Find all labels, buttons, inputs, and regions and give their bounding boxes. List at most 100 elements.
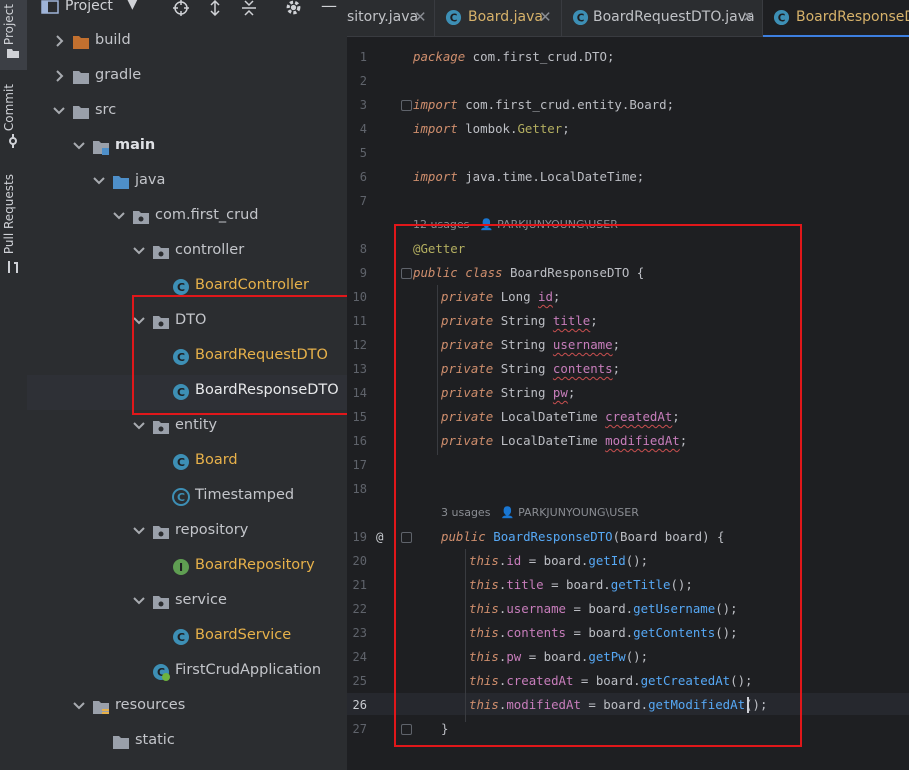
chevron-down-icon[interactable] bbox=[132, 594, 146, 608]
project-panel-title[interactable]: Project bbox=[65, 0, 113, 14]
code-line: import com.first_crud.entity.Board; bbox=[413, 97, 674, 112]
line-number: 8 bbox=[359, 242, 367, 256]
class-icon: C bbox=[445, 9, 462, 26]
tree-item-build[interactable]: build bbox=[27, 25, 347, 60]
class-icon: C bbox=[572, 9, 589, 26]
close-icon[interactable]: ✕ bbox=[414, 8, 427, 26]
field-declaration: private String title; bbox=[441, 313, 598, 328]
code-token: contents bbox=[552, 361, 613, 376]
autowired-marker[interactable]: @ bbox=[376, 529, 384, 544]
tree-item-entity[interactable]: entity bbox=[27, 410, 347, 445]
expand-all-icon[interactable] bbox=[207, 0, 223, 16]
chevron-down-icon[interactable] bbox=[132, 244, 146, 258]
locate-icon[interactable] bbox=[173, 0, 189, 16]
editor-tab-label: sitory.java bbox=[347, 9, 419, 25]
tree-item-gradle[interactable]: gradle bbox=[27, 60, 347, 95]
chevron-down-icon[interactable] bbox=[52, 104, 66, 118]
code-token: pw bbox=[552, 385, 568, 400]
indent-guide bbox=[465, 549, 466, 722]
line-number: 19 bbox=[352, 530, 367, 544]
author-hint[interactable]: PARKJUNYOUNG\USER bbox=[518, 506, 639, 519]
code-token: import bbox=[413, 121, 458, 136]
tree-item-repository[interactable]: repository bbox=[27, 515, 347, 550]
svg-text:C: C bbox=[778, 12, 786, 24]
chevron-down-icon[interactable] bbox=[92, 174, 106, 188]
code-token: private bbox=[441, 289, 494, 304]
class-icon: C bbox=[173, 629, 189, 645]
chevron-right-icon[interactable] bbox=[52, 69, 66, 83]
folder-icon bbox=[73, 71, 89, 84]
folder-icon bbox=[7, 49, 19, 58]
tree-item-controller[interactable]: controller bbox=[27, 235, 347, 270]
chevron-down-icon[interactable] bbox=[72, 699, 86, 713]
fold-icon[interactable] bbox=[401, 532, 412, 543]
code-token: modifiedAt bbox=[605, 433, 680, 448]
tree-item-java[interactable]: java bbox=[27, 165, 347, 200]
tree-item-label: BoardRepository bbox=[195, 557, 315, 573]
code-token: private bbox=[441, 409, 494, 424]
fold-icon[interactable] bbox=[401, 724, 412, 735]
chevron-down-icon[interactable] bbox=[132, 524, 146, 538]
tree-item-label: src bbox=[95, 102, 117, 118]
tree-item-service[interactable]: service bbox=[27, 585, 347, 620]
tree-item-resources[interactable]: resources bbox=[27, 690, 347, 725]
code-token: import bbox=[413, 97, 458, 112]
fold-icon[interactable] bbox=[401, 100, 412, 111]
chevron-down-icon[interactable] bbox=[132, 419, 146, 433]
chevron-down-icon[interactable]: ▼ bbox=[127, 0, 138, 12]
close-icon[interactable]: ✕ bbox=[539, 8, 552, 26]
tree-item-main[interactable]: main bbox=[27, 130, 347, 165]
chevron-down-icon[interactable] bbox=[72, 139, 86, 153]
chevron-right-icon[interactable] bbox=[52, 34, 66, 48]
project-tool-button[interactable]: Project bbox=[0, 0, 27, 70]
line-number: 12 bbox=[352, 338, 367, 352]
assignment-statement: this.title = board.getTitle(); bbox=[469, 577, 693, 592]
line-number: 24 bbox=[352, 650, 367, 664]
editor-tab-label: BoardResponseDTO bbox=[796, 9, 909, 25]
tree-item-src[interactable]: src bbox=[27, 95, 347, 130]
code-token: BoardResponseDTO bbox=[493, 529, 613, 544]
line-number: 15 bbox=[352, 410, 367, 424]
commit-tool-button[interactable]: Commit bbox=[0, 80, 27, 155]
svg-text:C: C bbox=[157, 666, 165, 679]
collapse-all-icon[interactable] bbox=[241, 0, 257, 16]
code-token: username bbox=[552, 337, 613, 352]
usages-hint[interactable]: 3 usages bbox=[441, 506, 491, 519]
pull-requests-tool-button[interactable]: Pull Requests bbox=[0, 170, 27, 280]
line-number: 9 bbox=[359, 266, 367, 280]
tree-item-label: BoardRequestDTO bbox=[195, 347, 328, 363]
svg-text:C: C bbox=[177, 491, 185, 504]
close-icon[interactable]: ✕ bbox=[742, 8, 755, 26]
tree-item-label: DTO bbox=[175, 312, 207, 328]
chevron-down-icon[interactable] bbox=[132, 314, 146, 328]
code-token: this bbox=[469, 577, 499, 592]
code-token: createdAt bbox=[605, 409, 673, 424]
tree-item-static[interactable]: static bbox=[27, 725, 347, 760]
line-number: 26 bbox=[352, 698, 367, 712]
chevron-down-icon[interactable] bbox=[112, 209, 126, 223]
editor-tab[interactable]: C BoardResponseDTO bbox=[763, 0, 909, 37]
minimize-icon[interactable]: — bbox=[321, 0, 337, 15]
constructor-declaration: public BoardResponseDTO(Board board) { bbox=[441, 529, 725, 544]
line-number: 23 bbox=[352, 626, 367, 640]
fold-icon[interactable] bbox=[401, 268, 412, 279]
editor-tab[interactable]: sitory.java✕ bbox=[347, 0, 435, 36]
gear-icon[interactable] bbox=[285, 0, 302, 16]
tree-item-com-first-crud[interactable]: com.first_crud bbox=[27, 200, 347, 235]
svg-text:C: C bbox=[177, 456, 185, 469]
tree-item-label: BoardResponseDTO bbox=[195, 382, 339, 398]
code-line: public class BoardResponseDTO { bbox=[413, 265, 644, 280]
code-token: LocalDateTime bbox=[500, 409, 598, 424]
tree-item-dto[interactable]: DTO bbox=[27, 305, 347, 340]
